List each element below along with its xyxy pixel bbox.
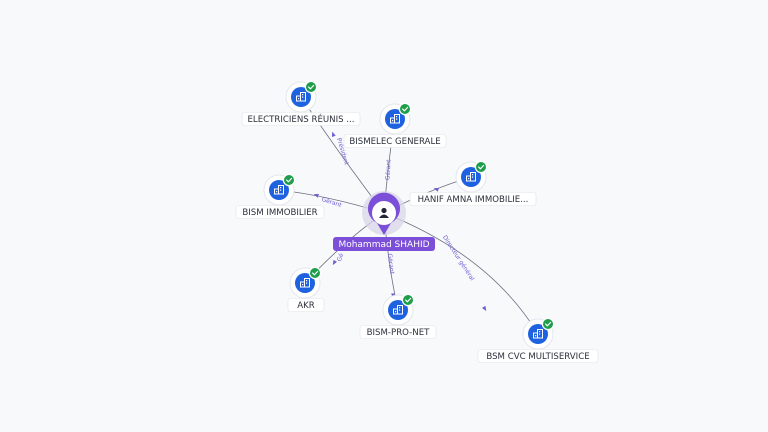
building-icon — [274, 185, 284, 195]
company-label-box — [477, 349, 599, 363]
center-person-node[interactable]: Mohammad SHAHID — [333, 191, 435, 251]
building-icon — [466, 172, 476, 182]
verified-check-icon — [398, 102, 412, 116]
company-label: AKR — [297, 301, 315, 311]
building-icon — [296, 92, 306, 102]
building-icon — [533, 329, 543, 339]
edge-role-label: Gérant — [386, 253, 396, 275]
company-node-bismelec[interactable]: BISMELEC GENERALE — [343, 102, 447, 148]
company-label-box — [287, 298, 325, 312]
company-node-bism-immobilier[interactable]: BISM IMMOBILIER — [235, 173, 325, 219]
verified-check-icon — [282, 173, 296, 187]
company-label: BISM-PRO-NET — [367, 328, 431, 338]
verified-check-icon — [541, 317, 555, 331]
company-node-bism-pro-net[interactable]: BISM-PRO-NET — [359, 293, 437, 339]
company-label-box — [343, 134, 447, 148]
building-icon — [393, 305, 403, 315]
company-label: ELECTRICIENS RÉUNIS ... — [247, 113, 354, 125]
company-node-akr[interactable]: AKR — [287, 266, 325, 312]
edge-arrow-hanif — [433, 187, 440, 192]
center-person-name: Mohammad SHAHID — [338, 240, 429, 250]
person-icon — [379, 207, 389, 218]
edge-arrow-akr — [332, 259, 337, 266]
verified-check-icon — [474, 160, 488, 174]
center-name-box — [333, 237, 435, 251]
company-label: BISMELEC GENERALE — [349, 137, 440, 147]
company-node-hanif[interactable]: HANIF AMNA IMMOBILIE... — [409, 160, 537, 206]
edge-role-label: Directeur général — [441, 234, 476, 282]
verified-check-icon — [401, 293, 415, 307]
company-label-box — [241, 112, 361, 126]
verified-check-icon — [304, 80, 318, 94]
company-node-electriciens[interactable]: ELECTRICIENS RÉUNIS ... — [241, 80, 361, 126]
company-label: HANIF AMNA IMMOBILIE... — [418, 195, 529, 205]
edge-arrow-bism-immobilier — [313, 193, 320, 198]
edge-role-label: Gé — [336, 252, 346, 263]
company-label-box — [235, 205, 325, 219]
nodes-layer: ELECTRICIENS RÉUNIS ... BISMELEC GENERALE… — [235, 80, 599, 363]
edge-arrow-bsm-cvc — [482, 305, 487, 312]
building-icon — [390, 114, 400, 124]
edge-arrow-electriciens — [331, 131, 336, 138]
verified-check-icon — [308, 266, 322, 280]
edge-role-label: Gérant — [384, 159, 392, 181]
company-node-bsm-cvc[interactable]: BSM CVC MULTISERVICE — [477, 317, 599, 363]
company-label-box — [359, 325, 437, 339]
edge-bsm-cvc — [383, 212, 539, 335]
company-label-box — [409, 192, 537, 206]
building-icon — [300, 278, 310, 288]
company-label: BSM CVC MULTISERVICE — [486, 352, 589, 362]
company-label: BISM IMMOBILIER — [242, 208, 317, 218]
